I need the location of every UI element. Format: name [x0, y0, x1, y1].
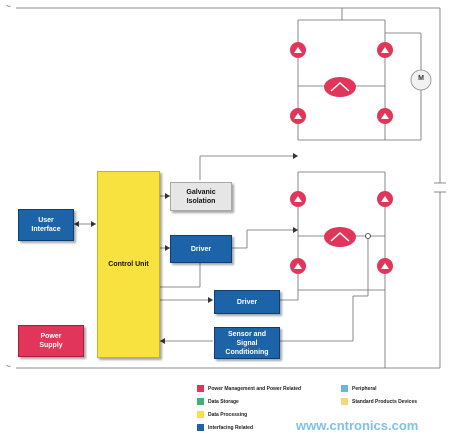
sensor-conditioning-block: Sensor and Signal Conditioning — [214, 327, 280, 359]
legend-label-interfacing: Interfacing Related — [208, 425, 254, 431]
legend-swatch-interfacing — [197, 424, 204, 431]
legend-label-peripheral: Peripheral — [352, 386, 377, 392]
power-supply-block: Power Supply — [18, 325, 84, 357]
legend-swatch-peripheral — [341, 385, 348, 392]
legend-label-storage: Data Storage — [208, 399, 239, 405]
switch-q1 — [290, 42, 306, 58]
rail-symbol-top: ~ — [6, 2, 11, 11]
switch-q4 — [377, 108, 393, 124]
switch-q3 — [290, 108, 306, 124]
motor-icon — [410, 69, 432, 91]
switch-q8 — [377, 258, 393, 274]
legend-swatch-processing — [197, 411, 204, 418]
motor-label: M — [418, 75, 424, 82]
driver-block-bottom: Driver — [214, 290, 280, 314]
legend-swatch-storage — [197, 398, 204, 405]
legend-swatch-standard — [341, 398, 348, 405]
legend-label-processing: Data Processing — [208, 412, 248, 418]
galvanic-isolation-block: Galvanic Isolation — [170, 182, 232, 211]
switch-q2 — [377, 42, 393, 58]
watermark: www.cntronics.com — [296, 418, 419, 433]
user-interface-block: User Interface — [18, 209, 74, 241]
control-unit-block: Control Unit — [97, 171, 160, 358]
legend-label-standard: Standard Products Devices — [352, 399, 418, 405]
sensor-element-top — [324, 77, 356, 97]
legend-swatch-power — [197, 385, 204, 392]
switch-q6 — [377, 191, 393, 207]
legend-label-power: Power Management and Power Related — [208, 386, 302, 392]
sensor-element-bottom — [324, 227, 356, 247]
rail-symbol-bottom: ~ — [6, 362, 11, 371]
switch-q7 — [290, 258, 306, 274]
switch-q5 — [290, 191, 306, 207]
driver-block-top: Driver — [170, 235, 232, 263]
